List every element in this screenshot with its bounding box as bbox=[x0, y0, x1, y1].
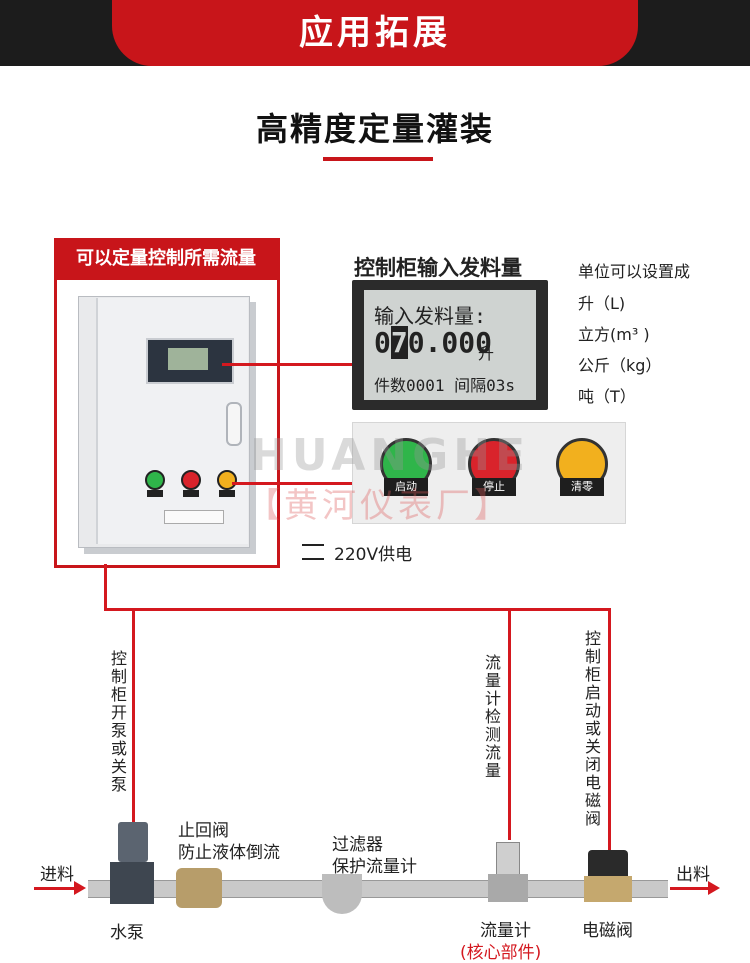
inlet-label: 进料 bbox=[40, 865, 74, 885]
wire-flowmeter bbox=[508, 608, 511, 840]
wire-valve bbox=[608, 608, 611, 858]
lcd-value-unit: 升 bbox=[478, 344, 495, 363]
power-label: 220V供电 bbox=[334, 545, 413, 565]
cabinet-button-tag bbox=[147, 490, 163, 497]
outlet-label: 出料 bbox=[676, 865, 710, 885]
annotation-pump-control: 控制柜开泵或关泵 bbox=[110, 649, 127, 794]
lcd-title: 控制柜输入发料量 bbox=[354, 256, 522, 280]
inlet-arrow-line bbox=[34, 887, 76, 890]
solenoid-label: 电磁阀 bbox=[582, 921, 633, 941]
cabinet-nameplate bbox=[164, 510, 224, 524]
lcd-value-prefix: 0 bbox=[374, 326, 391, 359]
lcd-cursor-digit: 7 bbox=[390, 326, 408, 359]
outlet-arrow-line bbox=[670, 887, 710, 890]
check-valve-desc: 防止液体倒流 bbox=[178, 843, 280, 863]
power-icon bbox=[302, 544, 324, 560]
wire-pump bbox=[132, 608, 135, 828]
reset-button-label: 清零 bbox=[560, 478, 604, 496]
unit-item: 立方(m³ ) bbox=[578, 325, 650, 344]
filter bbox=[322, 874, 362, 914]
connector-line-buttons bbox=[232, 482, 354, 485]
section-underline bbox=[323, 157, 433, 161]
filter-desc: 保护流量计 bbox=[332, 857, 417, 877]
banner-title: 应用拓展 bbox=[299, 13, 451, 53]
cabinet-stop-button bbox=[181, 470, 201, 490]
stop-button-label: 停止 bbox=[472, 478, 516, 496]
annotation-flowmeter-detect: 流量计检测流量 bbox=[484, 653, 501, 780]
cabinet-label: 可以定量控制所需流量 bbox=[54, 238, 278, 280]
core-part-label: (核心部件) bbox=[460, 943, 542, 963]
annotation-valve-control: 控制柜启动或关闭电磁阀 bbox=[584, 629, 601, 828]
unit-item: 吨（T） bbox=[578, 387, 636, 406]
lcd-value: 070.000 bbox=[374, 326, 492, 359]
start-button-label: 启动 bbox=[384, 478, 428, 496]
units-heading: 单位可以设置成 bbox=[578, 262, 691, 281]
outlet-arrow-icon bbox=[708, 881, 720, 895]
lcd-value-rest: 0.000 bbox=[407, 326, 493, 359]
section-title: 高精度定量灌装 bbox=[255, 110, 494, 148]
connector-line-lcd bbox=[222, 363, 354, 366]
flowmeter-body bbox=[488, 874, 528, 902]
wire-horizontal bbox=[104, 608, 610, 611]
flowmeter-head bbox=[496, 842, 520, 878]
cabinet-reset-button bbox=[217, 470, 237, 490]
cabinet-start-button bbox=[145, 470, 165, 490]
flowmeter-label: 流量计 bbox=[480, 921, 531, 941]
cabinet-handle bbox=[226, 402, 242, 446]
pump-body bbox=[110, 862, 154, 904]
unit-item: 升（L) bbox=[578, 294, 626, 313]
lcd-line-3: 件数0001 间隔03s bbox=[374, 376, 516, 395]
check-valve-label: 止回阀 bbox=[178, 821, 229, 841]
cabinet-button-tag bbox=[183, 490, 199, 497]
pump-motor bbox=[118, 822, 148, 862]
banner-pill bbox=[112, 0, 638, 66]
cabinet-screen bbox=[168, 348, 208, 370]
cabinet-button-tag bbox=[219, 490, 235, 497]
wire-down bbox=[104, 564, 107, 610]
watermark-latin: HUANGHE bbox=[250, 430, 531, 481]
watermark-cn: 【黄河仪表厂】 bbox=[246, 486, 512, 526]
inlet-arrow-icon bbox=[74, 881, 86, 895]
pump-label: 水泵 bbox=[110, 923, 144, 943]
filter-label: 过滤器 bbox=[332, 835, 383, 855]
unit-item: 公斤（kg） bbox=[578, 356, 662, 375]
solenoid-body bbox=[584, 876, 632, 902]
check-valve bbox=[176, 868, 222, 908]
lcd-line-1: 输入发料量: bbox=[374, 304, 487, 328]
pipeline bbox=[88, 880, 668, 898]
